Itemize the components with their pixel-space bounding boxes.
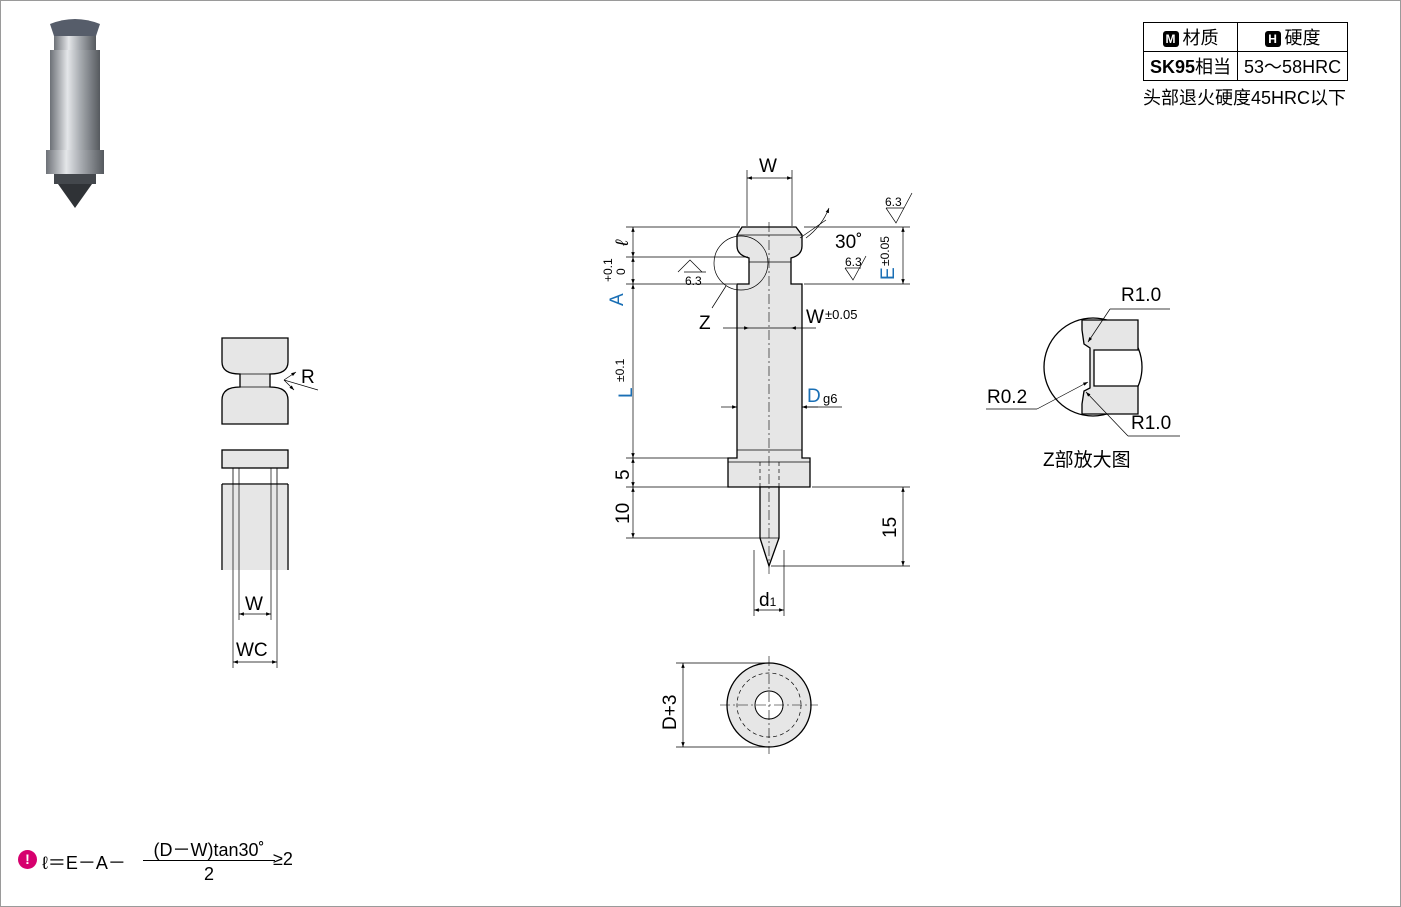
formula-rhs: ≥2 bbox=[273, 849, 293, 869]
product-photo bbox=[46, 19, 104, 208]
label-R0-2: R0.2 bbox=[987, 387, 1027, 408]
z-detail-view: R1.0 R0.2 R1.0 Z部放大图 bbox=[986, 285, 1180, 471]
label-E-tolerance: ±0.05 bbox=[878, 236, 892, 266]
pin-side-view: W 30˚ 6.3 6.3 6.3 E ±0.05 ℓ A +0.1 0 bbox=[601, 156, 913, 616]
hardness-header-label: 硬度 bbox=[1284, 28, 1321, 48]
material-value-suffix: 相当 bbox=[1195, 57, 1232, 77]
pin-end-view: D+3 bbox=[660, 656, 818, 754]
label-15: 15 bbox=[880, 517, 901, 538]
label-A-tol-upper: +0.1 bbox=[601, 258, 615, 282]
label-L-tolerance: ±0.1 bbox=[613, 358, 627, 382]
label-W-top: W bbox=[759, 156, 777, 177]
z-detail-caption: Z部放大图 bbox=[1043, 449, 1131, 471]
roughness-label-1: 6.3 bbox=[885, 195, 902, 209]
groove-detail-view: R W WC bbox=[221, 337, 319, 668]
spec-material-value: SK95相当 bbox=[1142, 51, 1239, 81]
formula-fraction: (D－W)tan30˚ 2 bbox=[143, 836, 275, 885]
label-D-plus-3: D+3 bbox=[660, 695, 681, 730]
label-D-fit: g6 bbox=[823, 391, 837, 406]
label-W-detail: W bbox=[245, 594, 263, 615]
label-R1-top: R1.0 bbox=[1121, 285, 1161, 306]
label-A: A bbox=[607, 293, 628, 306]
formula-numerator: (D－W)tan30˚ bbox=[153, 840, 265, 860]
label-W-tol-value: ±0.05 bbox=[825, 307, 857, 322]
material-value-bold: SK95 bbox=[1150, 57, 1196, 77]
spec-note: 头部退火硬度45HRC以下 bbox=[1143, 88, 1347, 108]
label-angle-30: 30˚ bbox=[835, 232, 862, 253]
label-E: E bbox=[878, 267, 899, 280]
roughness-label-3: 6.3 bbox=[685, 274, 702, 288]
label-10: 10 bbox=[613, 503, 634, 524]
formula-denominator: 2 bbox=[203, 864, 214, 884]
label-W-tol: W bbox=[806, 307, 824, 328]
label-5: 5 bbox=[613, 469, 634, 480]
spec-hardness-value: 53～58HRC bbox=[1237, 51, 1349, 81]
material-icon: M bbox=[1162, 31, 1179, 47]
label-Z: Z bbox=[699, 313, 711, 334]
hardness-icon: H bbox=[1264, 31, 1281, 47]
label-WC: WC bbox=[236, 640, 268, 661]
formula-lhs: ℓ＝E－A－ bbox=[42, 853, 126, 873]
label-l: ℓ bbox=[612, 239, 632, 247]
fraction-bar bbox=[143, 860, 275, 861]
roughness-label-2: 6.3 bbox=[845, 255, 862, 269]
label-R1-bottom: R1.0 bbox=[1131, 413, 1171, 434]
label-R: R bbox=[301, 367, 315, 388]
alert-icon: ! bbox=[18, 850, 37, 869]
label-D: D bbox=[807, 386, 821, 407]
label-L: L bbox=[616, 387, 637, 398]
spec-table-value-row: SK95相当 53～58HRC bbox=[1142, 51, 1349, 81]
label-A-tol-lower: 0 bbox=[614, 268, 628, 275]
label-d1: d1 bbox=[759, 590, 777, 611]
material-header-label: 材质 bbox=[1182, 28, 1219, 48]
